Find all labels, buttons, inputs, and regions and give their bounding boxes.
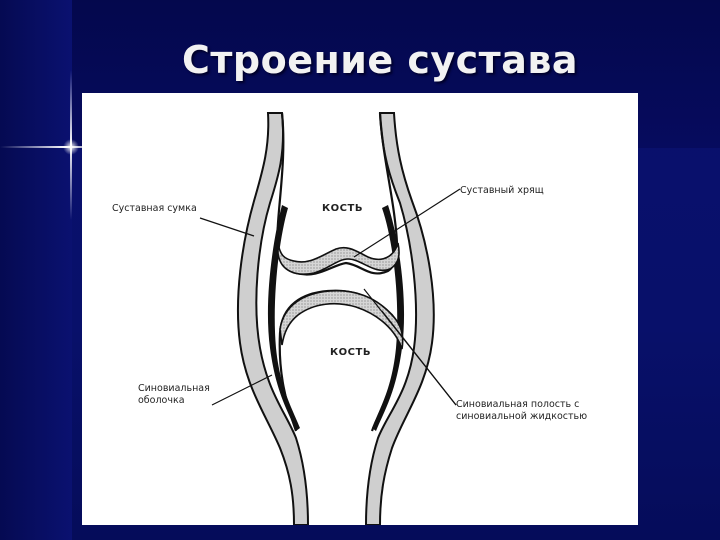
joint-diagram: КОСТЬ КОСТЬ Суставная сумка Суставный хр… (82, 93, 638, 525)
upper-cartilage (277, 242, 400, 275)
label-synovial-membrane-2: оболочка (138, 395, 185, 406)
leader-cavity-2 (381, 310, 457, 406)
lower-cartilage (279, 289, 404, 350)
capsule-right-wall (364, 112, 435, 525)
upper-bone-outline (276, 112, 399, 276)
upper-bone-label: КОСТЬ (322, 203, 363, 214)
label-cavity-1: Синовиальная полость с (456, 399, 580, 410)
capsule-left-wall (236, 112, 310, 525)
label-capsule: Суставная сумка (112, 203, 197, 214)
sparkle-icon (63, 139, 79, 155)
slide-title: Строение сустава (181, 38, 579, 82)
label-cartilage: Суставный хрящ (460, 185, 544, 196)
joint-diagram-svg (199, 112, 461, 525)
left-accent-strip (0, 0, 72, 540)
label-cavity-2: синовиальной жидкостью (456, 411, 588, 422)
sparkle-horizontal (0, 146, 120, 148)
label-synovial-membrane-1: Синовиальная (138, 383, 210, 394)
leader-cartilage (353, 188, 461, 258)
leader-membrane (211, 374, 273, 406)
synovial-membrane-left (267, 205, 300, 431)
leader-capsule (199, 217, 255, 237)
lower-bone-label: КОСТЬ (330, 347, 371, 358)
